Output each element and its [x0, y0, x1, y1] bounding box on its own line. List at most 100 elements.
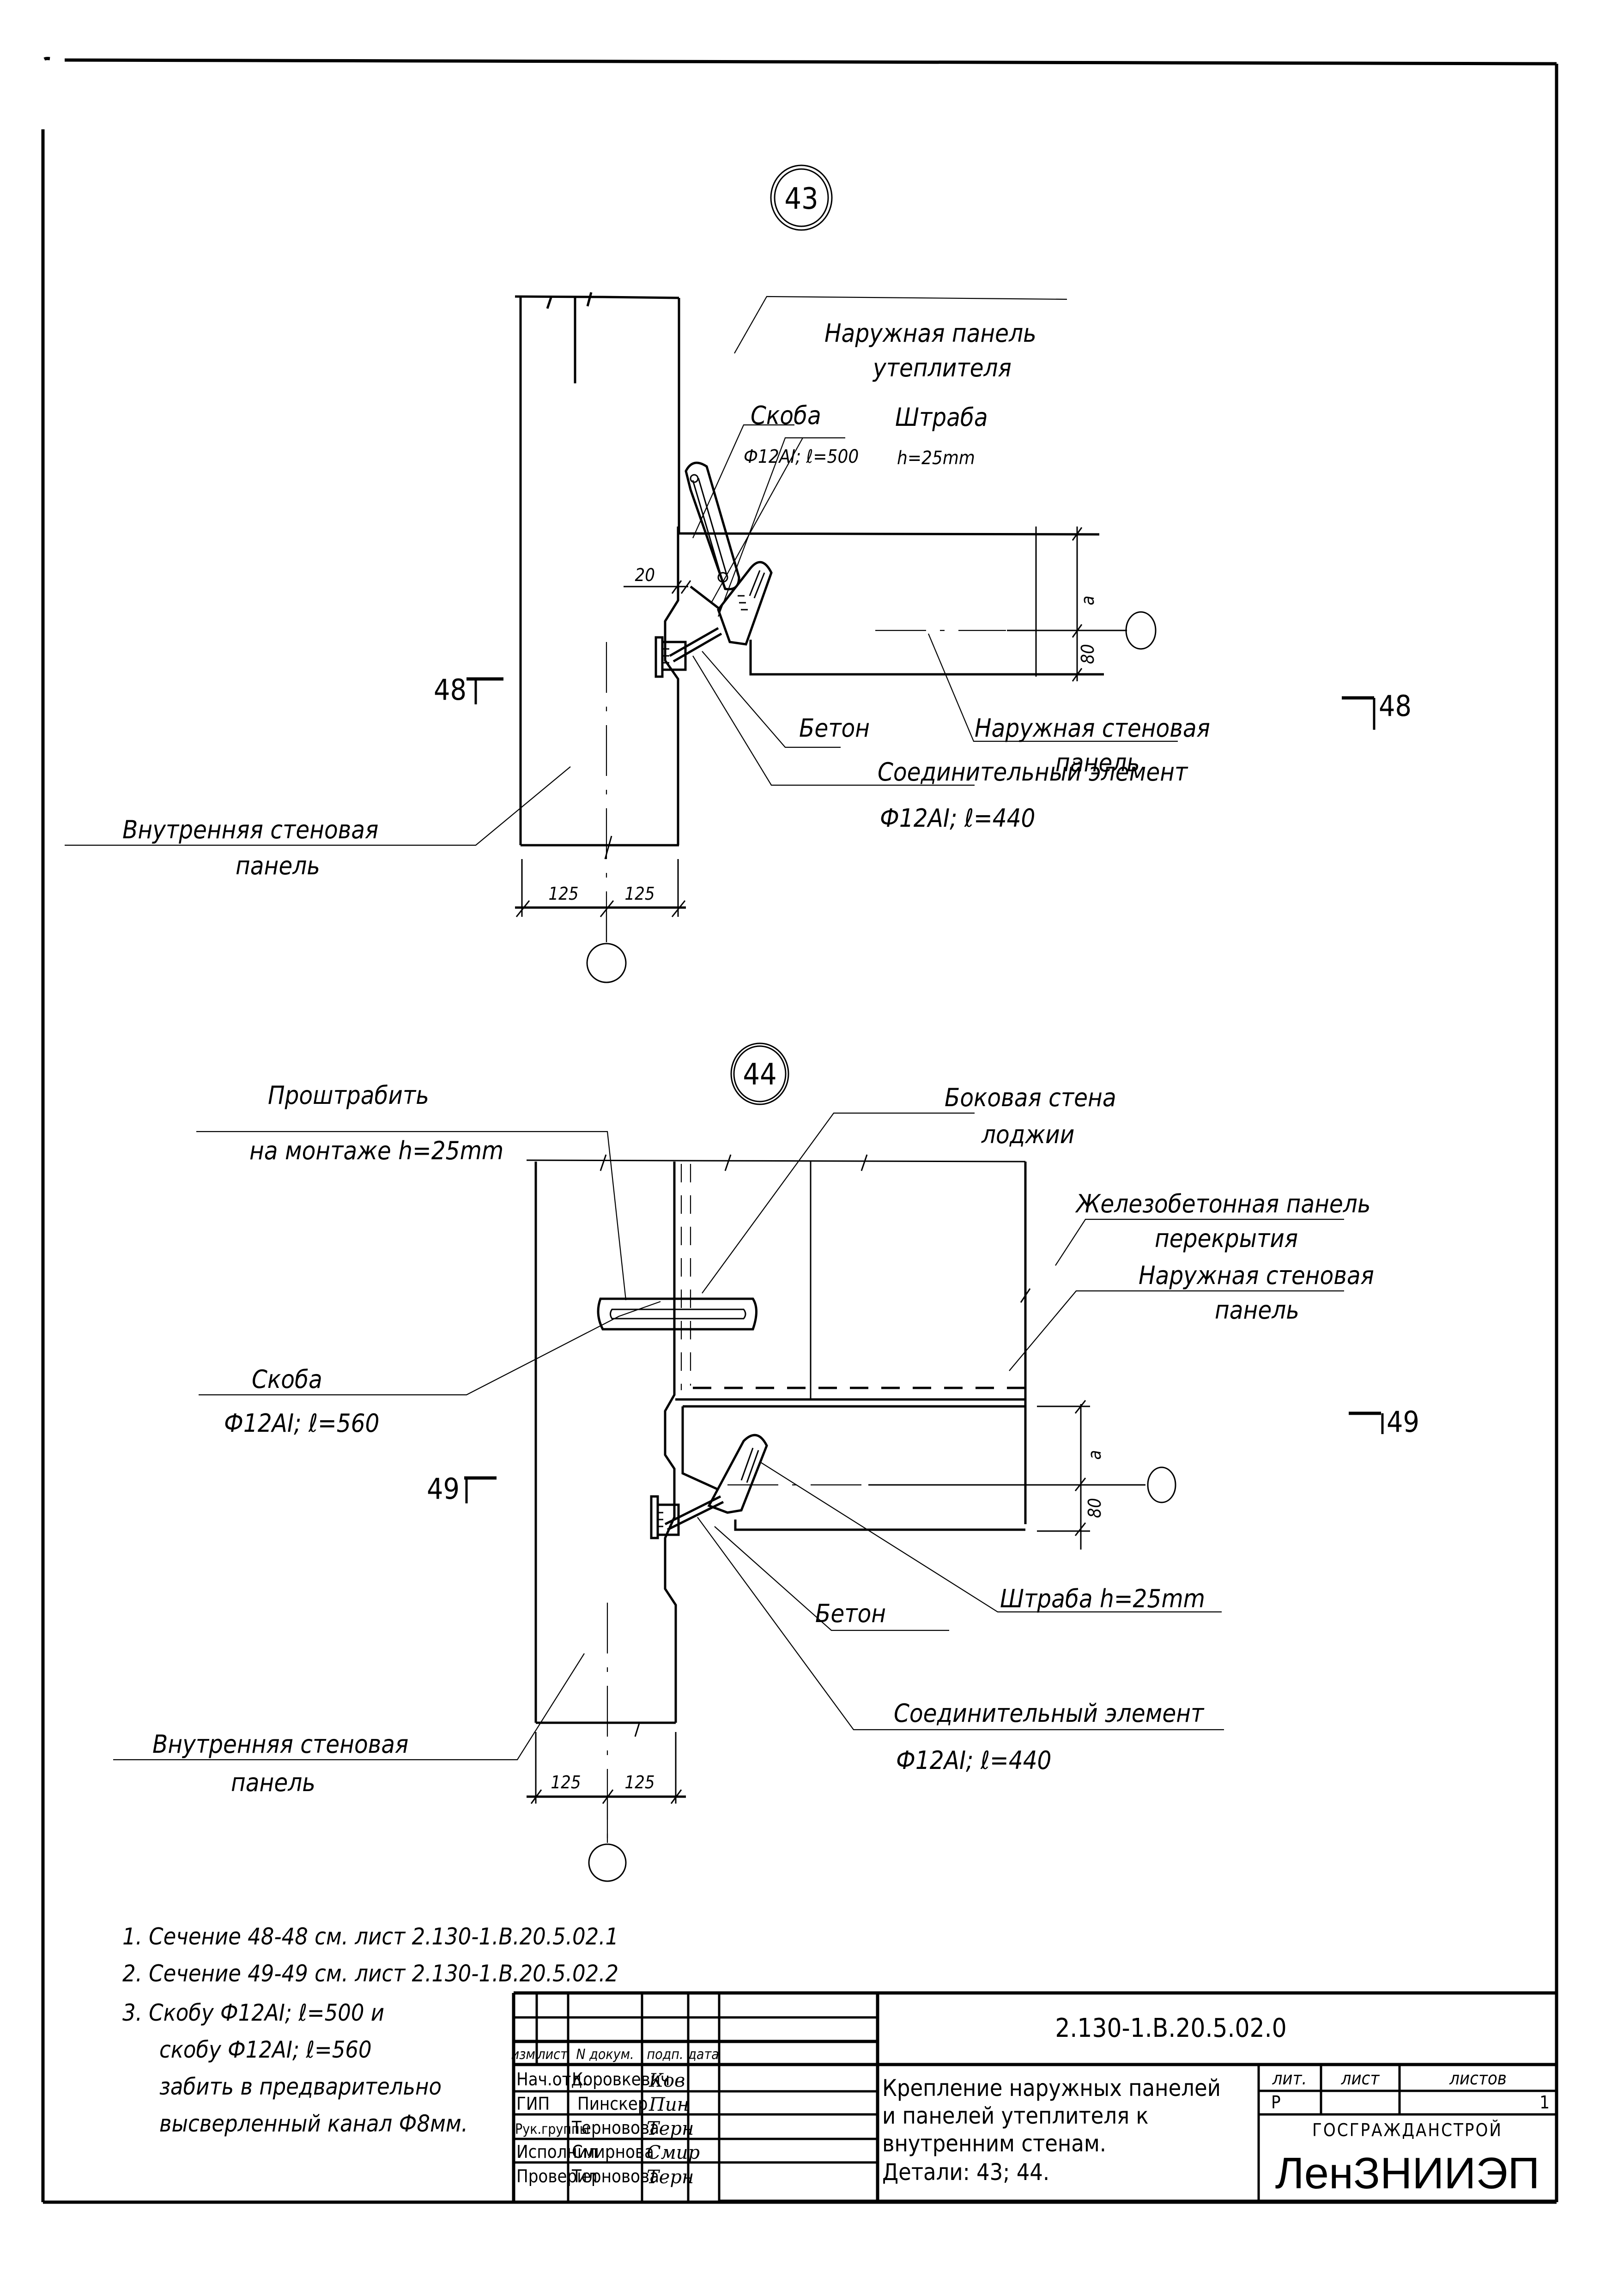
- note-3-line4: высверленный канал Ф8мм.: [159, 2110, 468, 2137]
- detail-43-dim-gap: 20: [624, 565, 691, 594]
- detail-43-number: 43: [784, 182, 818, 216]
- signatory-name: Пинскер: [577, 2094, 648, 2114]
- label-loggia-wall-2: лоджии: [981, 1120, 1074, 1149]
- detail-43-dim-80: 80: [1078, 644, 1098, 664]
- axis-marker-icon: [588, 1843, 627, 1882]
- detail-43-inner-wall-panel: [515, 292, 702, 951]
- label-connector: Соединительный элемент: [894, 1699, 1205, 1728]
- section-label-48-left: 48: [434, 673, 467, 707]
- label-outer-insulation-panel-2: утеплителя: [872, 353, 1012, 382]
- detail-44-floor-slab: [1020, 1162, 1031, 1524]
- signatory-name: Терновова: [571, 2118, 659, 2138]
- label-connector-spec: Ф12АI; ℓ=440: [880, 804, 1035, 833]
- header-list: лист: [537, 2047, 568, 2063]
- detail-44-bracket: [597, 1297, 757, 1331]
- detail-44-dim-125-left: 125: [551, 1772, 581, 1792]
- document-code: 2.130-1.В.20.5.02.0: [1055, 2013, 1286, 2043]
- signatory-name: Смирнова: [572, 2142, 654, 2162]
- signature: Смир: [647, 2142, 700, 2163]
- drawing-title: Крепление наружных панелей и панелей уте…: [882, 2075, 1221, 2186]
- section-label-48-right: 48: [1379, 689, 1412, 723]
- detail-44-labels: Проштрабить на монтаже h=25mm Боковая ст…: [152, 1081, 1374, 1797]
- detail-43-bracket: [685, 461, 740, 591]
- label-groove-spec: Штраба h=25mm: [1000, 1584, 1205, 1613]
- label-groove-on-site: Проштрабить: [268, 1081, 429, 1110]
- detail-43-leaders: [65, 296, 1178, 846]
- title-block: 2.130-1.В.20.5.02.0 изм. лист N докум. п…: [511, 1991, 1557, 2202]
- signatory-name: Терновова: [571, 2166, 659, 2186]
- detail-44-dim-a: a: [1085, 1450, 1105, 1460]
- stage-header: лит.: [1272, 2068, 1307, 2089]
- label-outer-wall-panel-2: панель: [1215, 1296, 1299, 1325]
- detail-44: 44: [113, 1042, 1419, 1882]
- detail-44-leaders: [113, 1112, 1344, 1761]
- header-izm: изм.: [511, 2047, 539, 2063]
- label-inner-wall-panel: Внутренняя стеновая: [152, 1730, 408, 1759]
- axis-marker-icon: [586, 943, 627, 983]
- signature: Терн: [647, 2167, 694, 2188]
- drawing-title-line-3: внутренним стенам.: [882, 2130, 1106, 2157]
- label-bracket: Скоба: [252, 1365, 322, 1394]
- note-3-line3: забить в предварительно: [159, 2073, 442, 2100]
- note-3-line2: скобу Ф12АI; ℓ=560: [159, 2036, 372, 2063]
- organization-parent: ГОСГРАЖДАНСТРОЙ: [1312, 2120, 1503, 2140]
- label-outer-insulation-panel: Наружная панель: [824, 319, 1036, 348]
- detail-44-dim-horizontal: 125 125: [527, 1732, 686, 1882]
- signatory-role: Рук.группы: [515, 2121, 589, 2138]
- label-bracket: Скоба: [751, 401, 821, 430]
- detail-43-dim-125-right: 125: [624, 884, 654, 904]
- detail-44-dim-125-right: 125: [624, 1772, 654, 1792]
- label-inner-wall-panel-2: панель: [236, 851, 320, 880]
- detail-44-dim-80: 80: [1085, 1498, 1105, 1518]
- stage-value: Р: [1271, 2092, 1281, 2113]
- label-groove-on-site-2: на монтаже h=25mm: [249, 1136, 503, 1165]
- signatory-row: Исполнил Смирнова Смир: [516, 2142, 700, 2163]
- label-concrete: Бетон: [799, 714, 870, 743]
- detail-43-dim-vertical: a 80: [1035, 527, 1157, 682]
- label-loggia-wall: Боковая стена: [945, 1083, 1116, 1112]
- signatory-role: ГИП: [516, 2094, 550, 2114]
- label-floor-slab: Железобетонная панель: [1075, 1189, 1370, 1218]
- label-outer-wall-panel: Наружная стеновая: [975, 714, 1210, 743]
- header-podp: подп.: [647, 2047, 683, 2063]
- signatory-row: Рук.группы Терновова Терн: [515, 2118, 694, 2139]
- label-outer-wall-panel-2: панель: [1055, 748, 1140, 777]
- sheets-header: листов: [1449, 2068, 1507, 2089]
- signatory-role: Проверил: [516, 2166, 597, 2186]
- label-connector-spec: Ф12АI; ℓ=440: [896, 1746, 1051, 1775]
- label-groove: Штраба: [895, 403, 988, 432]
- drawing-title-line-4: Детали: 43; 44.: [882, 2159, 1049, 2186]
- label-connector: Соединительный элемент: [878, 757, 1188, 787]
- signatory-row: Проверил Терновова Терн: [516, 2166, 694, 2188]
- detail-44-connector: [650, 1434, 768, 1539]
- drawing-title-line-1: Крепление наружных панелей: [882, 2075, 1221, 2101]
- signature: Терн: [647, 2118, 694, 2139]
- note-1: 1. Сечение 48-48 см. лист 2.130-1.В.20.5…: [122, 1923, 618, 1950]
- detail-43-outer-wall-panel: [680, 532, 1127, 676]
- signature: Ков: [648, 2070, 685, 2091]
- detail-43-dim-125-left: 125: [548, 884, 578, 904]
- note-3: 3. Скобу Ф12АI; ℓ=500 и: [122, 1999, 384, 2026]
- label-inner-wall-panel: Внутренняя стеновая: [122, 815, 378, 844]
- detail-43-dim-a: a: [1078, 596, 1098, 606]
- detail-44-callout: 44: [730, 1042, 789, 1105]
- label-outer-wall-panel: Наружная стеновая: [1139, 1261, 1374, 1290]
- signatory-role: Нач.отд.: [516, 2069, 587, 2089]
- detail-44-inner-wall-panel: [534, 1162, 677, 1843]
- sheet-frame: [41, 57, 1558, 2204]
- signatory-row: Нач.отд. Коровкевич Ков: [516, 2069, 685, 2091]
- detail-43-dim-20: 20: [635, 565, 655, 585]
- axis-marker-icon: [1125, 611, 1157, 650]
- section-label-49-left: 49: [427, 1472, 460, 1506]
- signatory-row: ГИП Пинскер Пин: [516, 2094, 689, 2115]
- note-2: 2. Сечение 49-49 см. лист 2.130-1.В.20.5…: [122, 1960, 618, 1987]
- detail-44-dim-vertical: a 80: [1037, 1400, 1176, 1550]
- detail-44-loggia-wall: [675, 1162, 1025, 1401]
- label-concrete: Бетон: [815, 1599, 886, 1628]
- signatory-name: Коровкевич: [572, 2069, 670, 2089]
- detail-44-number: 44: [743, 1058, 776, 1092]
- signatory-role: Исполнил: [516, 2142, 598, 2162]
- detail-43-callout: 43: [770, 164, 833, 231]
- header-ndoc: N докум.: [576, 2047, 634, 2063]
